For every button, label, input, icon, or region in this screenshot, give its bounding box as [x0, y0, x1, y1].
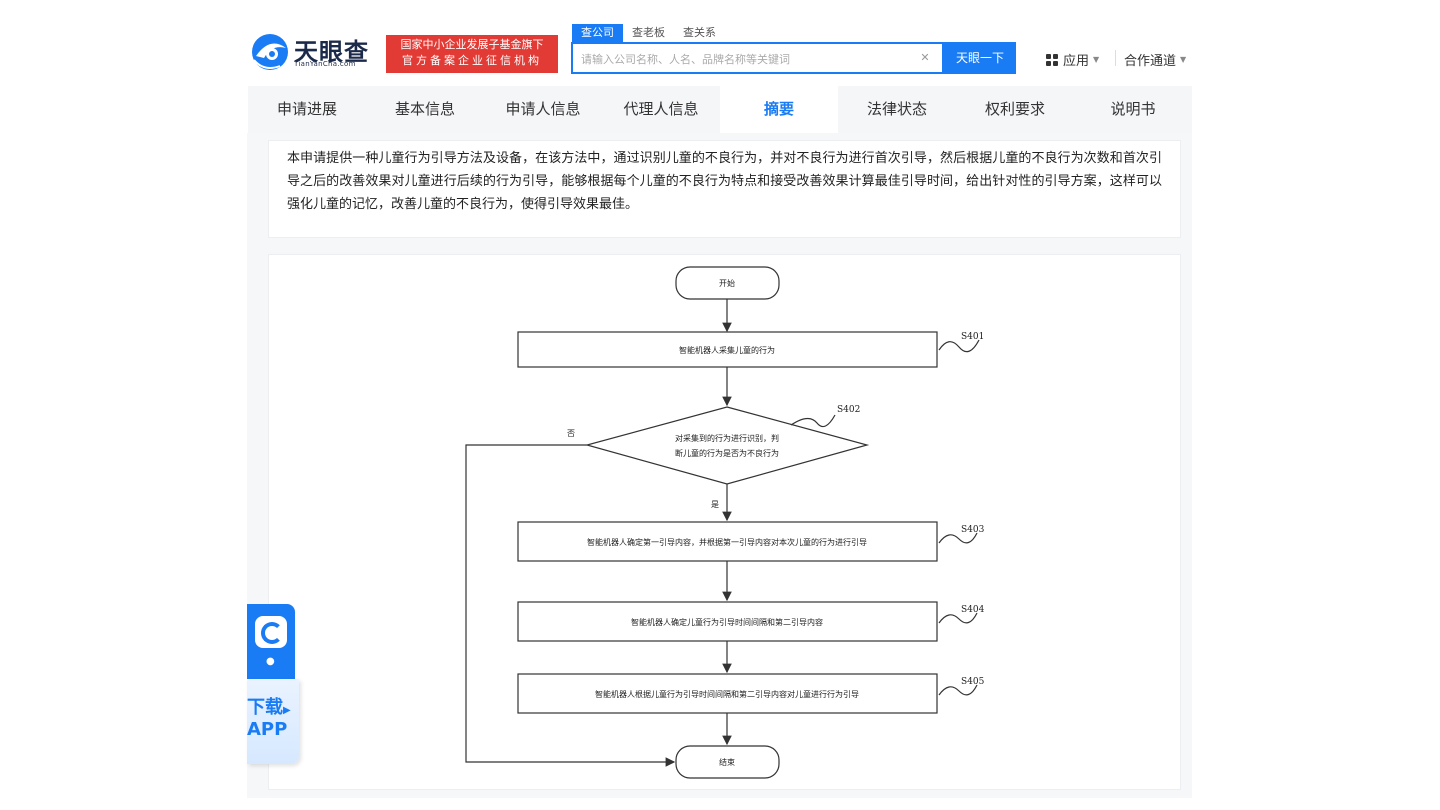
s402-text-1: 对采集到的行为进行识别，判 — [675, 433, 779, 443]
tab-claims[interactable]: 权利要求 — [956, 86, 1074, 133]
abstract-panel: 本申请提供一种儿童行为引导方法及设备，在该方法中，通过识别儿童的不良行为，并对不… — [268, 140, 1181, 238]
clear-icon[interactable]: ✕ — [918, 51, 932, 65]
decision-s402 — [587, 407, 867, 484]
tab-basic-info[interactable]: 基本信息 — [366, 86, 484, 133]
tianyancha-logo[interactable]: 天眼查 TianYanCha.com — [250, 32, 380, 74]
s403-label: S403 — [961, 525, 985, 535]
badge-line-1: 国家中小企业发展子基金旗下 — [386, 37, 558, 53]
coop-label: 合作通道 — [1124, 50, 1176, 69]
download-text: 下载 — [247, 697, 283, 718]
s401-text: 智能机器人采集儿童的行为 — [679, 345, 775, 355]
apps-grid-icon — [1046, 54, 1058, 66]
apps-menu[interactable]: 应用 ▼ — [1046, 50, 1099, 69]
s404-text: 智能机器人确定儿童行为引导时间间隔和第二引导内容 — [631, 617, 823, 627]
no-label: 否 — [567, 429, 575, 438]
download-label: 下载▶ — [247, 693, 291, 719]
app-widget-header: ● — [247, 604, 295, 679]
logo-domain: TianYanCha.com — [294, 60, 356, 68]
app-label: APP — [247, 719, 287, 740]
s405-label: S405 — [961, 677, 985, 687]
s403-text: 智能机器人确定第一引导内容，并根据第一引导内容对本次儿童的行为进行引导 — [587, 537, 867, 547]
s401-label: S401 — [961, 332, 984, 342]
start-text: 开始 — [719, 278, 735, 288]
search-input[interactable] — [581, 50, 911, 68]
cooperation-menu[interactable]: 合作通道 ▼ — [1124, 50, 1186, 69]
site-header: 天眼查 TianYanCha.com 国家中小企业发展子基金旗下 官方备案企业征… — [0, 0, 1440, 86]
search-tab-boss[interactable]: 查老板 — [623, 24, 674, 42]
s402-text-2: 断儿童的行为是否为不良行为 — [675, 448, 779, 458]
tab-agent[interactable]: 代理人信息 — [602, 86, 720, 133]
search-button[interactable]: 天眼一下 — [944, 42, 1016, 74]
patent-tabs: 申请进展 基本信息 申请人信息 代理人信息 摘要 法律状态 权利要求 说明书 — [248, 86, 1192, 133]
tab-progress[interactable]: 申请进展 — [248, 86, 366, 133]
search-tab-company[interactable]: 查公司 — [572, 24, 623, 42]
tab-description[interactable]: 说明书 — [1074, 86, 1192, 133]
yes-label: 是 — [711, 500, 719, 509]
abstract-text: 本申请提供一种儿童行为引导方法及设备，在该方法中，通过识别儿童的不良行为，并对不… — [287, 147, 1162, 216]
s404-label: S404 — [961, 605, 985, 615]
search-box: ✕ — [571, 42, 944, 74]
abstract-figure: 开始 智能机器人采集儿童的行为 S401 对采集到的行为进行识别，判 断儿童的行… — [268, 254, 1181, 790]
app-logo-icon — [255, 616, 287, 648]
app-widget-body: 下载▶ APP — [247, 679, 299, 764]
play-arrow-icon: ▶ — [283, 705, 291, 716]
apps-label: 应用 — [1063, 50, 1089, 69]
badge-line-2: 官方备案企业征信机构 — [386, 53, 558, 69]
official-badge: 国家中小企业发展子基金旗下 官方备案企业征信机构 — [386, 35, 558, 73]
logo-eye-icon — [250, 32, 290, 72]
s405-text: 智能机器人根据儿童行为引导时间间隔和第二引导内容对儿童进行行为引导 — [595, 689, 859, 699]
s402-label: S402 — [837, 405, 860, 415]
download-app-widget[interactable]: ● 下载▶ APP — [247, 604, 295, 764]
search-tab-relation[interactable]: 查关系 — [674, 24, 725, 42]
app-widget-dot-icon: ● — [266, 656, 275, 667]
tab-abstract[interactable]: 摘要 — [720, 86, 838, 133]
tab-applicant[interactable]: 申请人信息 — [484, 86, 602, 133]
tab-legal-status[interactable]: 法律状态 — [838, 86, 956, 133]
flowchart: 开始 智能机器人采集儿童的行为 S401 对采集到的行为进行识别，判 断儿童的行… — [269, 255, 1182, 791]
search-type-tabs: 查公司 查老板 查关系 — [572, 24, 725, 42]
header-divider — [1115, 50, 1116, 66]
chevron-down-icon: ▼ — [1093, 55, 1099, 64]
chevron-down-icon: ▼ — [1180, 55, 1186, 64]
end-text: 结束 — [719, 757, 735, 767]
